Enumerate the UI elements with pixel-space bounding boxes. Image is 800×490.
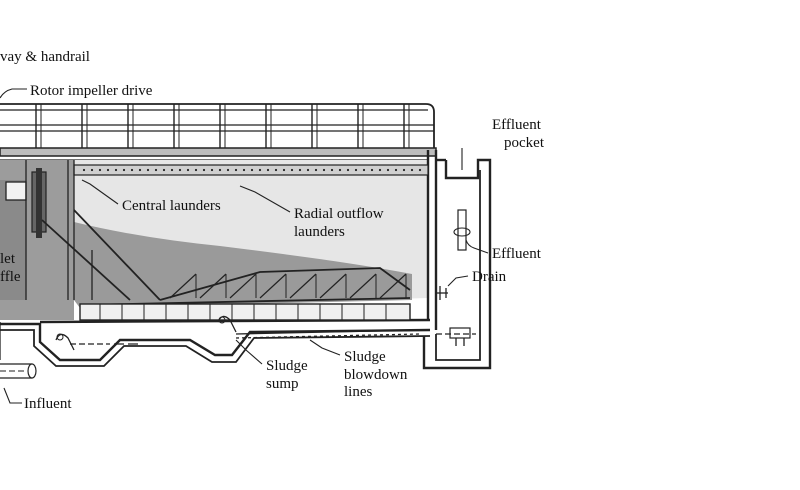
launder-dot — [346, 168, 350, 172]
truss-bar — [349, 273, 377, 299]
effluent-pocket-label: Effluent — [492, 117, 542, 133]
inlet-baffle-label-2: ffle — [0, 269, 21, 285]
effluent-label: Effluent — [492, 246, 542, 262]
influent-pipe — [0, 363, 37, 379]
launder-dot — [218, 168, 222, 172]
launder-dot — [98, 168, 102, 172]
radial-outflow-launders — [67, 160, 75, 300]
truss-bar — [169, 273, 197, 299]
launder-dot — [122, 168, 126, 172]
launder-dot — [234, 168, 238, 172]
walkway-label: vay & handrail — [0, 49, 90, 65]
radial-outflow-label-2: launders — [294, 224, 345, 240]
launder-dot — [378, 168, 382, 172]
launder-dot — [194, 168, 198, 172]
launder-dot — [210, 168, 214, 172]
sludge-blowdown-lines — [70, 329, 476, 345]
sludge-sump — [55, 315, 237, 351]
launder-dot — [402, 168, 406, 172]
launder-dot — [314, 168, 318, 172]
launder-dot — [82, 168, 86, 172]
launder-dot — [106, 168, 110, 172]
truss-bar — [319, 273, 347, 299]
truss-bar — [229, 273, 257, 299]
launder-dot — [226, 168, 230, 172]
influent-label: Influent — [24, 396, 72, 412]
inlet-baffle-label: let — [0, 251, 16, 267]
launder-dot — [418, 168, 422, 172]
truss-bar — [199, 273, 227, 299]
launder-dot — [306, 168, 310, 172]
effluent-pocket-label-2: pocket — [504, 135, 545, 151]
blowdown-label-3: lines — [344, 384, 372, 400]
launder-dot — [154, 168, 158, 172]
launder-dot — [282, 168, 286, 172]
radial-outflow-label: Radial outflow — [294, 206, 384, 222]
launder-dot — [386, 168, 390, 172]
walkway-deck — [0, 147, 437, 161]
launder-dot — [266, 168, 270, 172]
launder-dot — [290, 168, 294, 172]
sludge-sump-label-2: sump — [266, 376, 299, 392]
launder-dot — [162, 168, 166, 172]
launder-dot — [330, 168, 334, 172]
blowdown-label: Sludge — [344, 349, 386, 365]
launder-dot — [130, 168, 134, 172]
launder-dot — [114, 168, 118, 172]
launder-dot — [170, 168, 174, 172]
launder-dot — [362, 168, 366, 172]
central-launders-label: Central launders — [122, 198, 221, 214]
tank — [0, 150, 438, 367]
launder-dot — [90, 168, 94, 172]
launder-dot — [322, 168, 326, 172]
launder-dot — [394, 168, 398, 172]
launder-dot — [146, 168, 150, 172]
sludge-sump-label: Sludge — [266, 358, 308, 374]
launder-dot — [202, 168, 206, 172]
launder-dot — [338, 168, 342, 172]
blowdown-label-2: blowdown — [344, 367, 408, 383]
launder-dot — [370, 168, 374, 172]
truss-bar — [379, 273, 407, 299]
launder-dot — [138, 168, 142, 172]
launder-dot — [250, 168, 254, 172]
truss-bar — [259, 273, 287, 299]
launder-dot — [410, 168, 414, 172]
launder-dot — [242, 168, 246, 172]
launder-dot — [274, 168, 278, 172]
truss-bar — [289, 273, 317, 299]
scraper-truss — [41, 209, 411, 321]
launder-dot — [354, 168, 358, 172]
handrail — [0, 103, 435, 150]
launder-dot — [298, 168, 302, 172]
leader-lines — [0, 88, 489, 404]
launder-dot — [186, 168, 190, 172]
central-launders — [73, 164, 429, 176]
rotor-drive-label: Rotor impeller drive — [30, 83, 153, 99]
drain-valve — [436, 286, 471, 346]
drain-label: Drain — [472, 269, 507, 285]
effluent-pocket — [422, 158, 492, 370]
launder-dot — [178, 168, 182, 172]
rotor-impeller — [5, 160, 47, 300]
launder-dot — [258, 168, 262, 172]
